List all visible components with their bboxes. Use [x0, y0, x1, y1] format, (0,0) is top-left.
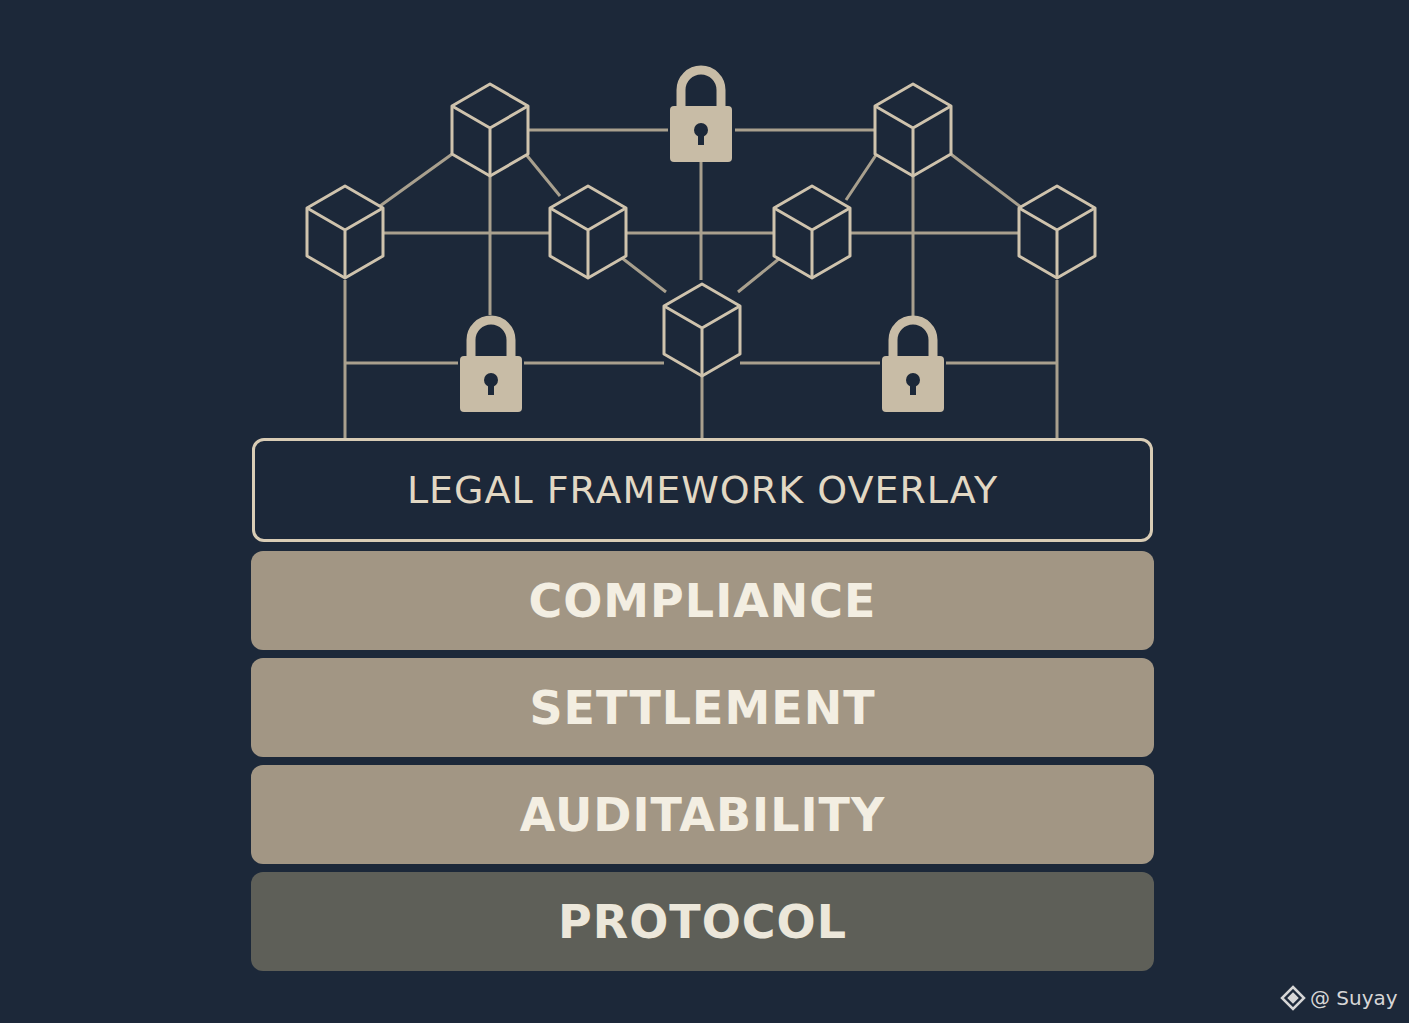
layer-band: PROTOCOL: [251, 872, 1154, 971]
layer-band: SETTLEMENT: [251, 658, 1154, 757]
band-label: SETTLEMENT: [529, 681, 875, 735]
network-lines: [345, 130, 1057, 438]
band-label: LEGAL FRAMEWORK OVERLAY: [407, 468, 998, 512]
band-label: COMPLIANCE: [528, 574, 876, 628]
band-label: AUDITABILITY: [520, 788, 886, 842]
band-label: PROTOCOL: [558, 895, 847, 949]
logo-mark: [1282, 987, 1304, 1009]
layer-band: AUDITABILITY: [251, 765, 1154, 864]
watermark: @ Suyay: [1310, 986, 1398, 1010]
overlay-band: LEGAL FRAMEWORK OVERLAY: [252, 438, 1153, 542]
layer-band: COMPLIANCE: [251, 551, 1154, 650]
